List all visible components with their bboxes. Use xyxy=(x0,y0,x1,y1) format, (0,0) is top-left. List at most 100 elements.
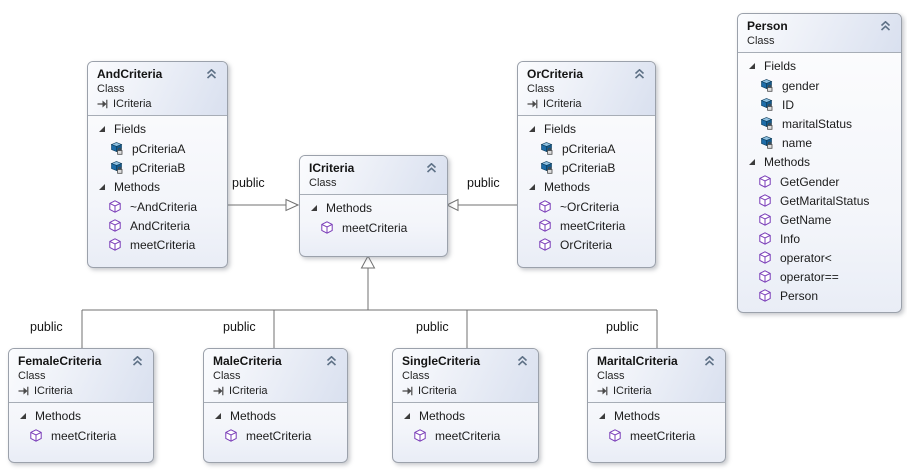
member-label: GetName xyxy=(780,212,832,227)
member-row[interactable]: name xyxy=(738,133,901,152)
connector-label-public: public xyxy=(416,320,449,334)
section-header[interactable]: Methods xyxy=(588,406,725,426)
member-row[interactable]: Info xyxy=(738,229,901,248)
section-expander-icon[interactable] xyxy=(98,183,106,191)
section-expander-icon[interactable] xyxy=(98,125,106,133)
member-row[interactable]: pCriteriaB xyxy=(88,158,227,177)
inheritance-arrowhead-right-icon xyxy=(445,198,459,212)
method-icon xyxy=(539,238,551,251)
section-header[interactable]: Fields xyxy=(518,119,655,139)
section-expander-icon[interactable] xyxy=(403,412,411,420)
class-box-icriteria[interactable]: ICriteria Class Methods meetCriteria xyxy=(299,155,448,257)
collapse-chevron-icon[interactable] xyxy=(206,69,217,79)
section-header[interactable]: Methods xyxy=(9,406,153,426)
class-kind-label: Class xyxy=(747,35,775,47)
section-header[interactable]: Methods xyxy=(518,177,655,197)
member-row[interactable]: meetCriteria xyxy=(9,426,153,445)
class-box-header[interactable]: Person Class xyxy=(738,14,901,53)
class-box-header[interactable]: SingleCriteria Class ICriteria xyxy=(393,349,538,403)
member-row[interactable]: operator< xyxy=(738,248,901,267)
collapse-chevron-icon[interactable] xyxy=(517,356,528,366)
class-box-header[interactable]: AndCriteria Class ICriteria xyxy=(88,62,227,116)
section-expander-icon[interactable] xyxy=(748,158,756,166)
class-box-malecriteria[interactable]: MaleCriteria Class ICriteria Methods xyxy=(203,348,348,463)
member-row[interactable]: OrCriteria xyxy=(518,235,655,254)
member-row[interactable]: meetCriteria xyxy=(204,426,347,445)
class-box-femalecriteria[interactable]: FemaleCriteria Class ICriteria Methods xyxy=(8,348,154,463)
class-inherits: ICriteria xyxy=(18,384,131,398)
method-icon xyxy=(759,194,771,207)
section-expander-icon[interactable] xyxy=(214,412,222,420)
section-header[interactable]: Fields xyxy=(738,56,901,76)
member-row[interactable]: pCriteriaA xyxy=(88,139,227,158)
member-row[interactable]: meetCriteria xyxy=(393,426,538,445)
collapse-chevron-icon[interactable] xyxy=(634,69,645,79)
member-row[interactable]: ID xyxy=(738,95,901,114)
class-box-person[interactable]: Person Class Fields gender xyxy=(737,13,902,313)
class-kind-label: Class xyxy=(97,83,125,95)
member-row[interactable]: AndCriteria xyxy=(88,216,227,235)
member-row[interactable]: ~AndCriteria xyxy=(88,197,227,216)
method-icon xyxy=(414,429,426,442)
class-box-header[interactable]: OrCriteria Class ICriteria xyxy=(518,62,655,116)
class-box-orcriteria[interactable]: OrCriteria Class ICriteria Fields xyxy=(517,61,656,268)
section-expander-icon[interactable] xyxy=(748,62,756,70)
collapse-chevron-icon[interactable] xyxy=(132,356,143,366)
class-box-maritalcriteria[interactable]: MaritalCriteria Class ICriteria Methods xyxy=(587,348,726,463)
member-row[interactable]: GetGender xyxy=(738,172,901,191)
member-row[interactable]: gender xyxy=(738,76,901,95)
member-row[interactable]: ~OrCriteria xyxy=(518,197,655,216)
member-row[interactable]: operator== xyxy=(738,267,901,286)
field-private-icon xyxy=(109,161,123,174)
member-row[interactable]: GetName xyxy=(738,210,901,229)
method-icon xyxy=(225,429,237,442)
class-box-body: Methods meetCriteria xyxy=(204,403,347,462)
member-label: pCriteriaA xyxy=(132,141,186,156)
collapse-chevron-icon[interactable] xyxy=(704,356,715,366)
section-expander-icon[interactable] xyxy=(598,412,606,420)
method-icon xyxy=(109,200,121,213)
section-header[interactable]: Methods xyxy=(204,406,347,426)
class-box-body: Methods meetCriteria xyxy=(588,403,725,462)
collapse-chevron-icon[interactable] xyxy=(880,21,891,31)
class-box-header[interactable]: MaleCriteria Class ICriteria xyxy=(204,349,347,403)
member-row[interactable]: pCriteriaA xyxy=(518,139,655,158)
field-private-icon xyxy=(759,79,773,92)
member-row[interactable]: meetCriteria xyxy=(588,426,725,445)
section-header[interactable]: Methods xyxy=(88,177,227,197)
section-expander-icon[interactable] xyxy=(310,204,318,212)
section-title: Methods xyxy=(614,409,661,423)
class-title: ICriteria xyxy=(309,161,355,175)
class-box-andcriteria[interactable]: AndCriteria Class ICriteria Fields xyxy=(87,61,228,268)
class-box-header[interactable]: MaritalCriteria Class ICriteria xyxy=(588,349,725,403)
member-section: Fields gender ID maritalStatus na xyxy=(738,56,901,152)
section-header[interactable]: Fields xyxy=(88,119,227,139)
member-row[interactable]: maritalStatus xyxy=(738,114,901,133)
member-section: Methods ~AndCriteria AndCriteria meetCri… xyxy=(88,177,227,254)
member-section: Methods meetCriteria xyxy=(393,406,538,445)
member-row[interactable]: meetCriteria xyxy=(88,235,227,254)
method-icon xyxy=(321,221,333,234)
collapse-chevron-icon[interactable] xyxy=(326,356,337,366)
section-expander-icon[interactable] xyxy=(528,183,536,191)
member-label: meetCriteria xyxy=(630,428,696,443)
member-row[interactable]: meetCriteria xyxy=(518,216,655,235)
member-row[interactable]: GetMaritalStatus xyxy=(738,191,901,210)
member-section: Methods meetCriteria xyxy=(204,406,347,445)
section-header[interactable]: Methods xyxy=(300,198,447,218)
class-kind-label: Class xyxy=(402,370,430,382)
member-row[interactable]: pCriteriaB xyxy=(518,158,655,177)
class-box-singlecriteria[interactable]: SingleCriteria Class ICriteria Methods xyxy=(392,348,539,463)
section-title: Methods xyxy=(35,409,82,423)
member-row[interactable]: meetCriteria xyxy=(300,218,447,237)
section-expander-icon[interactable] xyxy=(19,412,27,420)
collapse-chevron-icon[interactable] xyxy=(426,163,437,173)
inherits-base-name: ICriteria xyxy=(34,385,73,397)
section-expander-icon[interactable] xyxy=(528,125,536,133)
class-box-header[interactable]: ICriteria Class xyxy=(300,156,447,195)
section-header[interactable]: Methods xyxy=(393,406,538,426)
method-icon xyxy=(609,429,621,442)
class-box-header[interactable]: FemaleCriteria Class ICriteria xyxy=(9,349,153,403)
member-row[interactable]: Person xyxy=(738,286,901,305)
section-header[interactable]: Methods xyxy=(738,152,901,172)
